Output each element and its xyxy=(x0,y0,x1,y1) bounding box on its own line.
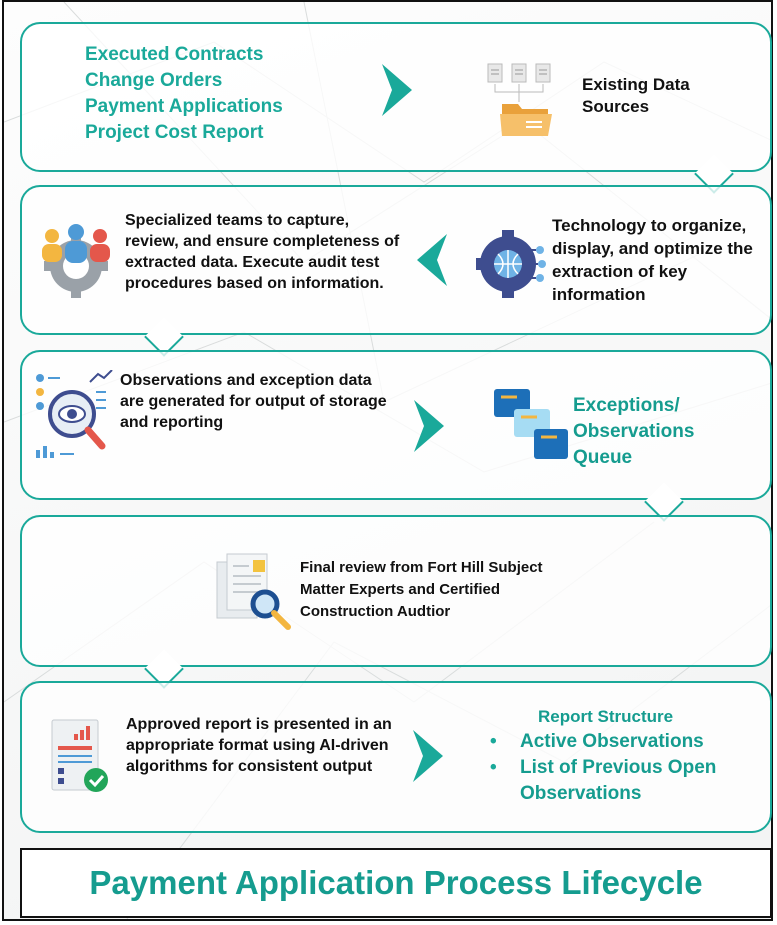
review-documents-icon xyxy=(215,552,295,632)
document-icon xyxy=(487,63,551,83)
technology-description: Technology to organize, display, and opt… xyxy=(552,216,753,304)
input-project-cost-report: Project Cost Report xyxy=(85,122,264,143)
input-executed-contracts: Executed Contracts xyxy=(85,44,264,65)
report-structure-heading: Report Structure xyxy=(538,707,674,726)
chevron-right-icon xyxy=(382,64,412,116)
input-list: Executed Contracts Change Orders Payment… xyxy=(85,42,283,146)
teams-description: Specialized teams to capture, review, an… xyxy=(125,212,400,292)
input-change-orders: Change Orders xyxy=(85,70,223,91)
title-box: Payment Application Process Lifecycle xyxy=(20,848,772,918)
input-payment-applications: Payment Applications xyxy=(85,96,283,117)
tech-gear-icon xyxy=(474,224,554,304)
queue-cards-icon xyxy=(492,385,572,465)
exceptions-queue-label: Exceptions/ Observations Queue xyxy=(573,395,695,468)
report-description: Approved report is presented in an appro… xyxy=(126,716,392,775)
report-check-icon xyxy=(50,718,112,796)
existing-data-sources-label: Existing Data Sources xyxy=(582,75,690,116)
panel-observations xyxy=(20,350,772,500)
structure-item-previous: List of Previous Open Observations xyxy=(486,755,760,807)
structure-item-active: Active Observations xyxy=(486,729,760,755)
final-review-description: Final review from Fort Hill Subject Matt… xyxy=(300,559,543,620)
panel-processing xyxy=(20,185,772,335)
diagram-title: Payment Application Process Lifecycle xyxy=(89,864,703,901)
data-sources-icon xyxy=(486,60,556,140)
folder-icon xyxy=(500,104,552,136)
report-structure-list: Active Observations List of Previous Ope… xyxy=(480,729,760,807)
chevron-right-icon xyxy=(414,400,444,452)
observations-description: Observations and exception data are gene… xyxy=(120,372,387,431)
chevron-right-icon xyxy=(413,730,443,782)
analytics-magnifier-icon xyxy=(34,369,114,460)
panel-final-review xyxy=(20,515,772,667)
chevron-left-icon xyxy=(417,234,447,286)
report-structure: Report Structure Active Observations Lis… xyxy=(480,705,760,807)
team-gear-icon xyxy=(36,222,116,302)
